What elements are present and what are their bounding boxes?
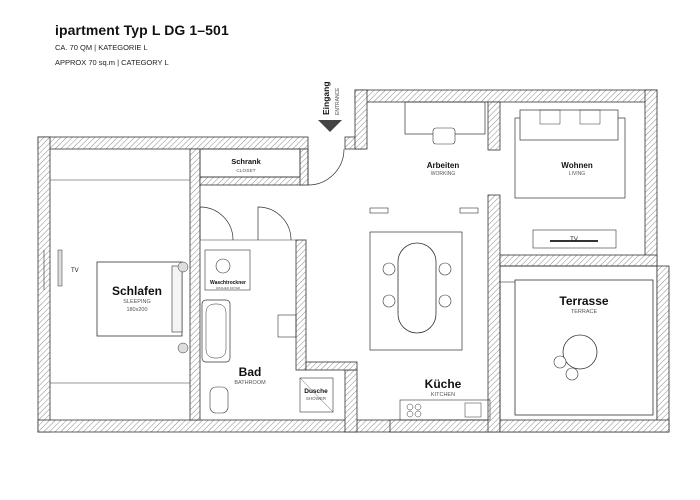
closet: Schrank CLOSET [199, 148, 301, 178]
shower-label: Dusche [304, 388, 328, 395]
closet-label: Schrank [231, 157, 261, 166]
kitchen-label: Küche [425, 377, 462, 391]
entrance-marker: Eingang ENTRANCE [318, 81, 342, 132]
bedroom-tv [57, 249, 63, 287]
windows [43, 179, 190, 384]
bathroom-sink [277, 314, 297, 338]
desk-chair [432, 127, 456, 145]
plan-title: ipartment Typ L DG 1–501 [55, 22, 229, 38]
dining-table [397, 242, 437, 334]
washer-label: Waschtrockner [210, 280, 246, 286]
dining-rug [369, 231, 463, 351]
living-area: Wohnen LIVING TV [514, 109, 626, 249]
kitchen-label-en: KITCHEN [431, 392, 455, 398]
bathroom: Waschtrockner WASHER DRYER Bad BATHROOM … [201, 249, 334, 414]
bedroom-door [199, 206, 234, 241]
working-label: Arbeiten [427, 161, 460, 170]
terrace-frame [514, 279, 654, 416]
kitchen: Küche KITCHEN [399, 377, 491, 421]
bed-size: 180x200 [126, 307, 147, 313]
washer-label-en: WASHER DRYER [216, 286, 241, 290]
bathtub [201, 299, 231, 363]
washer-dryer [204, 249, 251, 291]
shower-label-en: SHOWER [306, 396, 327, 401]
sofa [519, 109, 619, 141]
working-area: Arbeiten WORKING [404, 101, 486, 177]
kitchen-counter [399, 399, 491, 421]
closet-label-en: CLOSET [236, 168, 255, 174]
kitchen-sink [464, 402, 482, 418]
bathroom-door [257, 206, 292, 241]
working-label-en: WORKING [431, 171, 456, 177]
shower [299, 377, 334, 413]
bedroom-tv-label: TV [71, 268, 79, 274]
terrace: Terrasse TERRACE [553, 294, 609, 381]
toilet [209, 386, 229, 414]
dining-area [369, 231, 463, 351]
bedroom: Schlafen SLEEPING 180x200 TV [57, 249, 189, 354]
plan-size-en: APPROX 70 sq.m | CATEGORY L [55, 58, 169, 67]
entrance-label-en: ENTRANCE [335, 87, 341, 115]
terrace-label: Terrasse [559, 294, 608, 308]
living-label-en: LIVING [569, 171, 586, 177]
walls [37, 89, 670, 433]
sliding-doors [369, 207, 479, 214]
entrance-label: Eingang [321, 81, 331, 115]
living-tv-label: TV [570, 237, 578, 243]
bathroom-label-en: BATHROOM [234, 380, 266, 386]
plan-size-de: CA. 70 QM | KATEGORIE L [55, 43, 148, 52]
entry-door [307, 148, 345, 186]
tv-stand [532, 229, 617, 249]
terrace-label-en: TERRACE [571, 309, 598, 315]
double-bed [96, 261, 183, 337]
bedroom-label: Schlafen [112, 284, 162, 298]
bathroom-label: Bad [239, 365, 262, 379]
terrace-table [562, 334, 598, 370]
bedroom-label-en: SLEEPING [123, 299, 151, 305]
living-label: Wohnen [561, 161, 593, 170]
